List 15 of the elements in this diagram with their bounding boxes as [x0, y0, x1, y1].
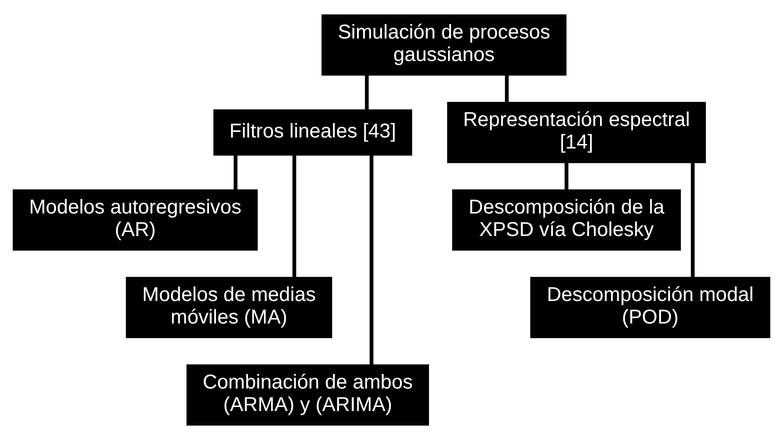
node-box: Representación espectral [14]: [447, 101, 706, 163]
connector: [234, 154, 238, 190]
node-box: Filtros lineales [43]: [213, 108, 412, 156]
node-box: Descomposición modal (POD): [530, 276, 770, 338]
connector: [364, 74, 369, 110]
connector: [370, 154, 374, 364]
node-box: Modelos autoregresivos (AR): [12, 188, 258, 250]
node-box: Modelos de medias móviles (MA): [126, 276, 332, 338]
connector: [504, 74, 509, 102]
connector: [690, 162, 695, 277]
node-box: Descomposición de la XPSD vía Cholesky: [452, 188, 681, 250]
node-box: Combinación de ambos (ARMA) y (ARIMA): [186, 364, 429, 426]
node-box: Simulación de procesos gaussianos: [322, 14, 566, 76]
connector: [564, 162, 568, 190]
connector: [292, 154, 296, 277]
